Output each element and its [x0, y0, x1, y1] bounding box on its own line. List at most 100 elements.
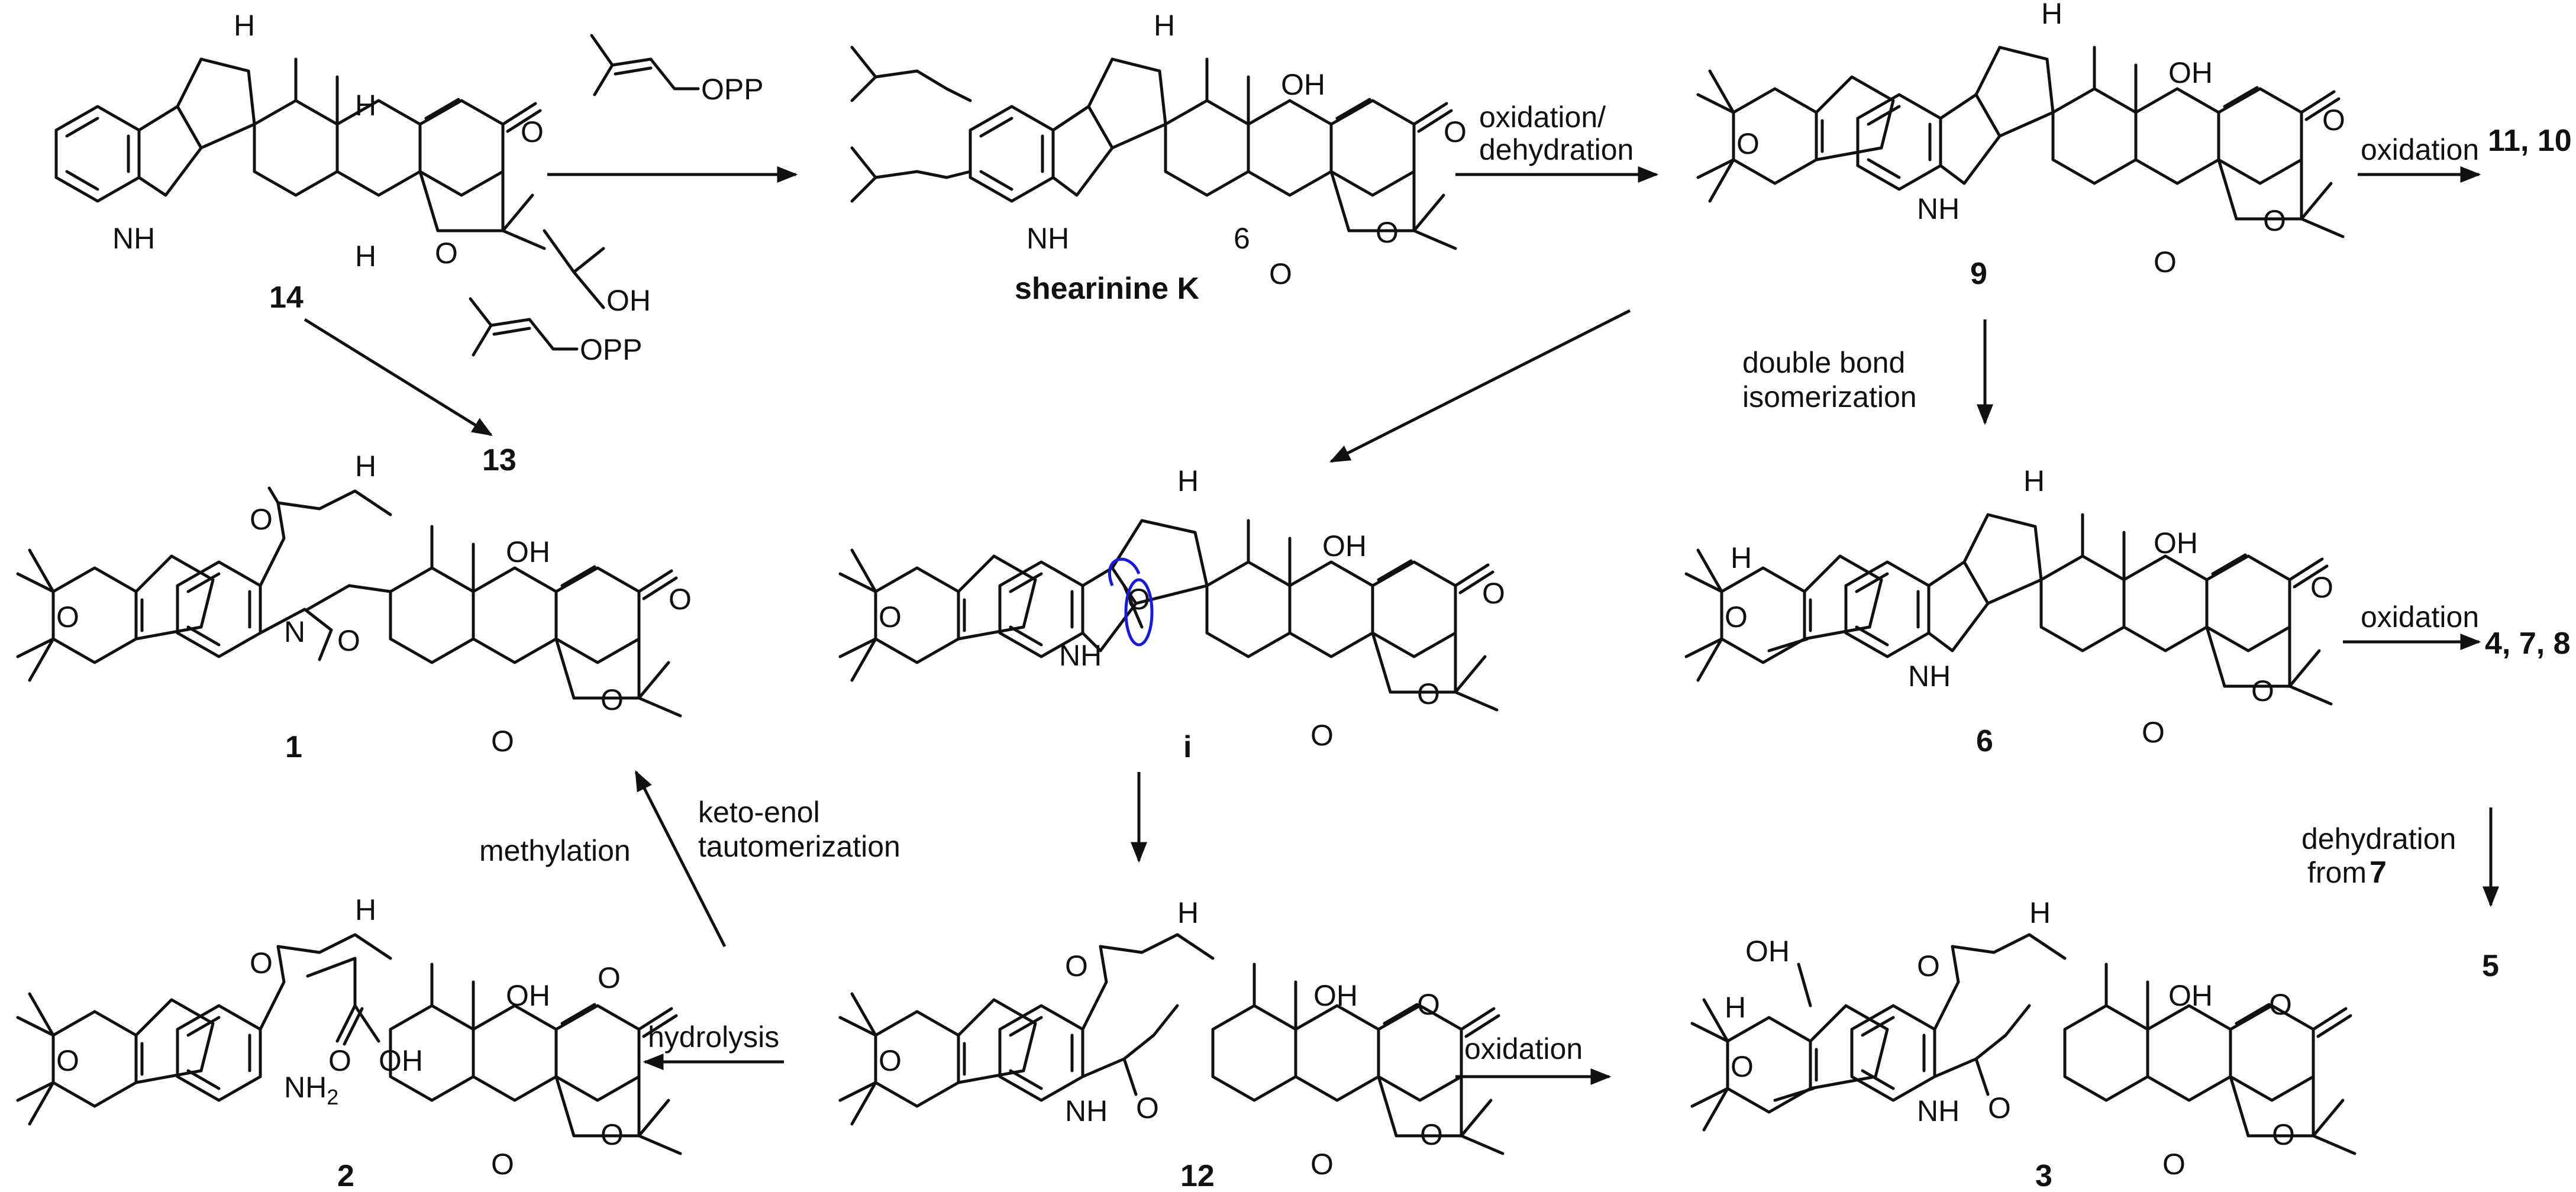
compound-label-1: 1	[285, 730, 302, 764]
oxidation-6-label: oxidation	[2361, 600, 2479, 634]
h-label-12: H	[1177, 896, 1199, 929]
compound-2-structure	[18, 933, 680, 1154]
o-label-3-ketone: O	[2269, 988, 2292, 1021]
o-label-14-ketone: O	[521, 115, 544, 148]
nh-label-6: NH	[1908, 660, 1951, 693]
compound-label-9: 9	[1970, 257, 1987, 291]
h-label-14-mid: H	[355, 89, 376, 122]
o-label-3-pyran: O	[1731, 1050, 1754, 1083]
o-label-1-pyran: O	[56, 600, 79, 634]
compound-9-structure	[1698, 46, 2343, 237]
compound-12-structure	[840, 933, 1503, 1154]
o-label-6-bridge: O	[2142, 716, 2165, 749]
compound-label-4-7-8: 4, 7, 8	[2485, 626, 2571, 661]
arrow-9-to-i	[1329, 309, 1631, 463]
opp-top-label: OPP	[701, 73, 764, 106]
oh-label-i: OH	[1322, 529, 1367, 563]
o-label-14-ring: O	[435, 237, 458, 270]
o-label-shearinine-ketone: O	[1444, 115, 1467, 148]
nh-label-3: NH	[1917, 1094, 1960, 1128]
h-label-6: H	[2023, 464, 2045, 498]
o-label-3-ring: O	[2272, 1118, 2295, 1151]
electron-arrow-1	[1108, 557, 1141, 586]
o-label-i-peroxy: O	[1127, 583, 1150, 616]
o-label-1-ome: O	[337, 624, 360, 657]
o-label-12-ring: O	[1420, 1118, 1443, 1151]
o-label-12-amide: O	[1136, 1091, 1159, 1125]
compound-label-14: 14	[269, 280, 304, 315]
o-label-shearinine-bridge: O	[1269, 257, 1292, 290]
dehydration-from-line2: from	[2307, 856, 2367, 889]
oh-label-6: OH	[2154, 526, 2198, 560]
o-label-2-pyran: O	[56, 1044, 79, 1077]
oxidation-12-label: oxidation	[1464, 1032, 1583, 1065]
nh-label-9: NH	[1917, 192, 1960, 225]
nh-label-12: NH	[1065, 1094, 1108, 1128]
compound-1-structure	[18, 486, 680, 716]
o-label-9-ketone: O	[2322, 104, 2345, 137]
oh-label-3: OH	[2168, 979, 2213, 1012]
oh-label-2-acid: OH	[379, 1044, 423, 1077]
o-label-2-acid: O	[328, 1044, 351, 1077]
o-label-2-ring: O	[601, 1118, 624, 1151]
o-label-1-ketone: O	[669, 583, 692, 616]
oh-label-shearinine: OH	[1281, 68, 1325, 101]
compound-label-12: 12	[1180, 1159, 1215, 1192]
nh2-label-2-main: NH	[284, 1071, 327, 1104]
opp-mid-label: OPP	[580, 333, 643, 366]
dmapp-mid-structure	[469, 297, 579, 357]
position-6-label: 6	[1234, 222, 1250, 255]
oh-label-14: OH	[606, 284, 651, 317]
oxidation-dehydration-line2: dehydration	[1479, 133, 1634, 166]
nh2-label-2: NH2	[284, 1071, 338, 1109]
o-label-i-ring: O	[1417, 677, 1440, 710]
o-label-9-bridge: O	[2154, 245, 2177, 279]
n-label-1: N	[284, 615, 305, 648]
o-label-9-ring: O	[2263, 204, 2286, 237]
shearinine-k-structure	[850, 46, 1455, 248]
nh-label-i: NH	[1059, 639, 1102, 672]
arrow-2-to-1	[634, 770, 727, 948]
o-label-6-ketone: O	[2310, 571, 2333, 604]
o-label-3-ketone-left: O	[1917, 949, 1940, 983]
o-label-3-amide: O	[1988, 1091, 2011, 1125]
compound-label-i: i	[1183, 730, 1192, 764]
h-label-14-bot: H	[355, 240, 376, 273]
o-label-12-bridge: O	[1310, 1148, 1334, 1181]
compound-label-3: 3	[2035, 1159, 2052, 1192]
oh-label-12: OH	[1313, 979, 1358, 1012]
o-label-1-bridge: O	[491, 725, 514, 758]
arrow-14-to-13	[304, 318, 493, 437]
o-label-2-bridge: O	[491, 1148, 514, 1181]
compound-label-shearinine-k: shearinine K	[1015, 272, 1200, 306]
nh2-label-2-sub: 2	[327, 1085, 338, 1109]
o-label-i-pyran: O	[879, 600, 902, 634]
compound-label-11-10: 11, 10	[2488, 124, 2572, 158]
nh-label-14: NH	[112, 222, 155, 255]
dehydration-from-line3: 7	[2370, 855, 2387, 890]
dehydration-from-line1: dehydration	[2301, 822, 2456, 855]
h-label-i: H	[1177, 464, 1199, 498]
o-label-2-ketone: O	[598, 961, 621, 994]
o-label-i-bridge: O	[1310, 719, 1334, 752]
h-label-3-pyran: H	[1725, 991, 1746, 1024]
compound-label-13: 13	[482, 443, 517, 477]
o-label-i-ketone: O	[1482, 577, 1505, 610]
o-label-12-pyran: O	[879, 1044, 902, 1077]
o-label-1-ketone-left: O	[250, 503, 273, 536]
o-label-12-ketone: O	[1417, 988, 1440, 1021]
double-bond-line2: isomerization	[1742, 380, 1917, 414]
o-label-3-bridge: O	[2162, 1148, 2186, 1181]
double-bond-line1: double bond	[1742, 346, 1905, 379]
o-label-6-ring: O	[2251, 674, 2274, 708]
o-label-2-ketone-left: O	[250, 947, 273, 980]
dmapp-top-structure	[590, 34, 700, 96]
keto-enol-line1: keto-enol	[698, 796, 820, 829]
oh-label-2: OH	[506, 979, 550, 1012]
ho-label-3: OH	[1745, 935, 1790, 968]
compound-3-structure	[1692, 933, 2355, 1154]
o-label-1-ring: O	[601, 683, 624, 716]
electron-arrow-2	[1124, 578, 1154, 647]
oh-label-1: OH	[506, 535, 550, 568]
